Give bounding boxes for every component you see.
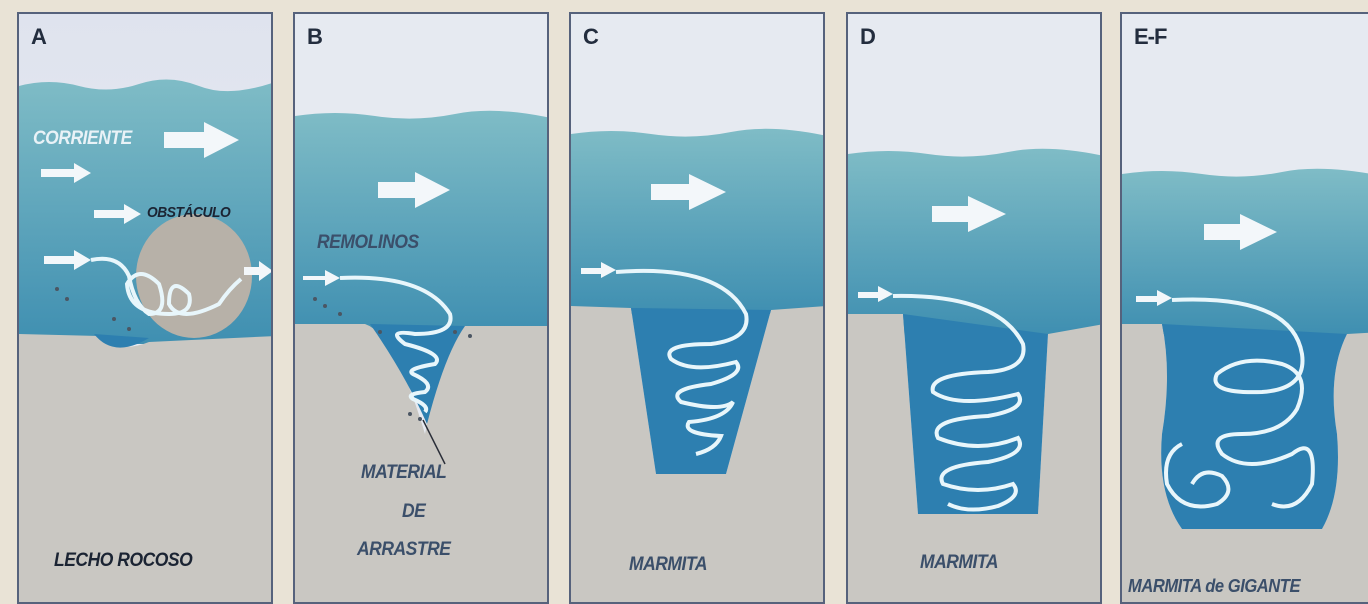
material-label-line1: MATERIAL [361,462,446,484]
panel-d-illustration [848,14,1102,604]
panel-c-illustration [571,14,825,604]
panel-a-label: A [31,24,46,50]
obstacle-label: OBSTÁCULO [147,204,230,221]
current-label: CORRIENTE [33,128,132,150]
panel-c-label: C [583,24,598,50]
pothole-label-c: MARMITA [629,554,707,576]
bedrock-label: LECHO ROCOSO [54,550,192,572]
material-label-line2: DE [402,501,425,523]
panel-d: D MARMITA [846,12,1102,604]
pothole-label-d: MARMITA [920,552,998,574]
eddies-label: REMOLINOS [317,232,419,254]
panel-d-label: D [860,24,875,50]
panel-e-f-illustration [1122,14,1368,604]
giant-pothole-label: MARMITA de GIGANTE [1128,576,1300,597]
panel-b: B REMOLINOS MATERIAL DE ARRASTRE [293,12,549,604]
panel-a-illustration [19,14,273,604]
panel-b-label: B [307,24,322,50]
panel-e-f: E-F MARMITA de GIGANTE [1120,12,1368,604]
material-label-line3: ARRASTRE [357,539,450,561]
panel-e-f-label: E-F [1134,24,1166,50]
obstacle-boulder [136,214,252,338]
panel-a: A CORRIENTE OBSTÁCULO LECHO ROCOSO [17,12,273,604]
panel-c: C MARMITA [569,12,825,604]
